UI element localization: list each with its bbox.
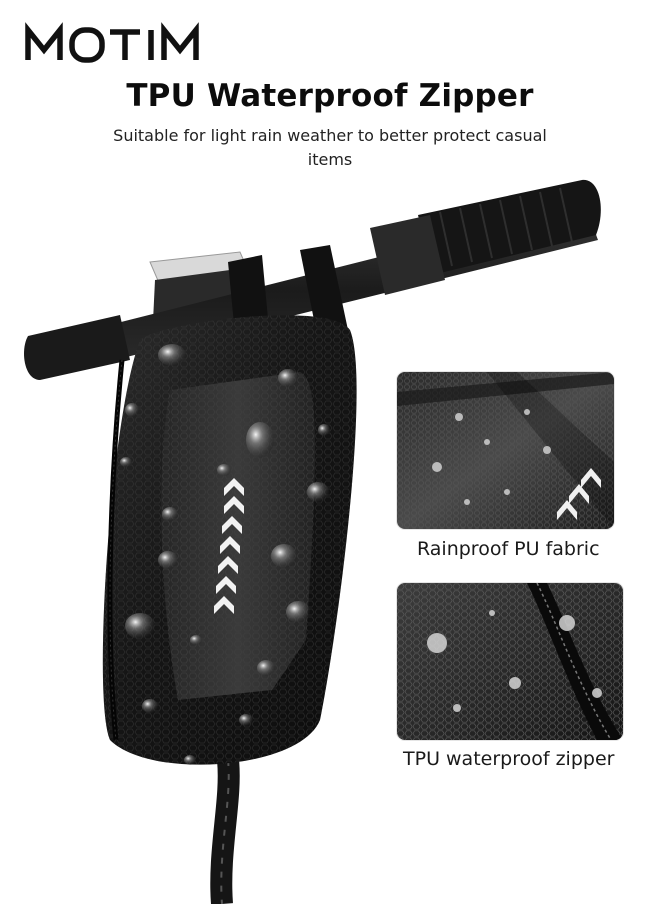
fabric-caption: Rainproof PU fabric	[417, 538, 600, 560]
fabric-closeup-image	[397, 372, 614, 529]
page-title: TPU Waterproof Zipper	[126, 78, 534, 114]
product-image	[24, 179, 601, 904]
zipper-caption: TPU waterproof zipper	[403, 748, 615, 770]
brand-logo	[25, 22, 199, 63]
zipper-closeup-image	[397, 583, 623, 740]
page-subtitle: Suitable for light rain weather to bette…	[113, 126, 547, 169]
